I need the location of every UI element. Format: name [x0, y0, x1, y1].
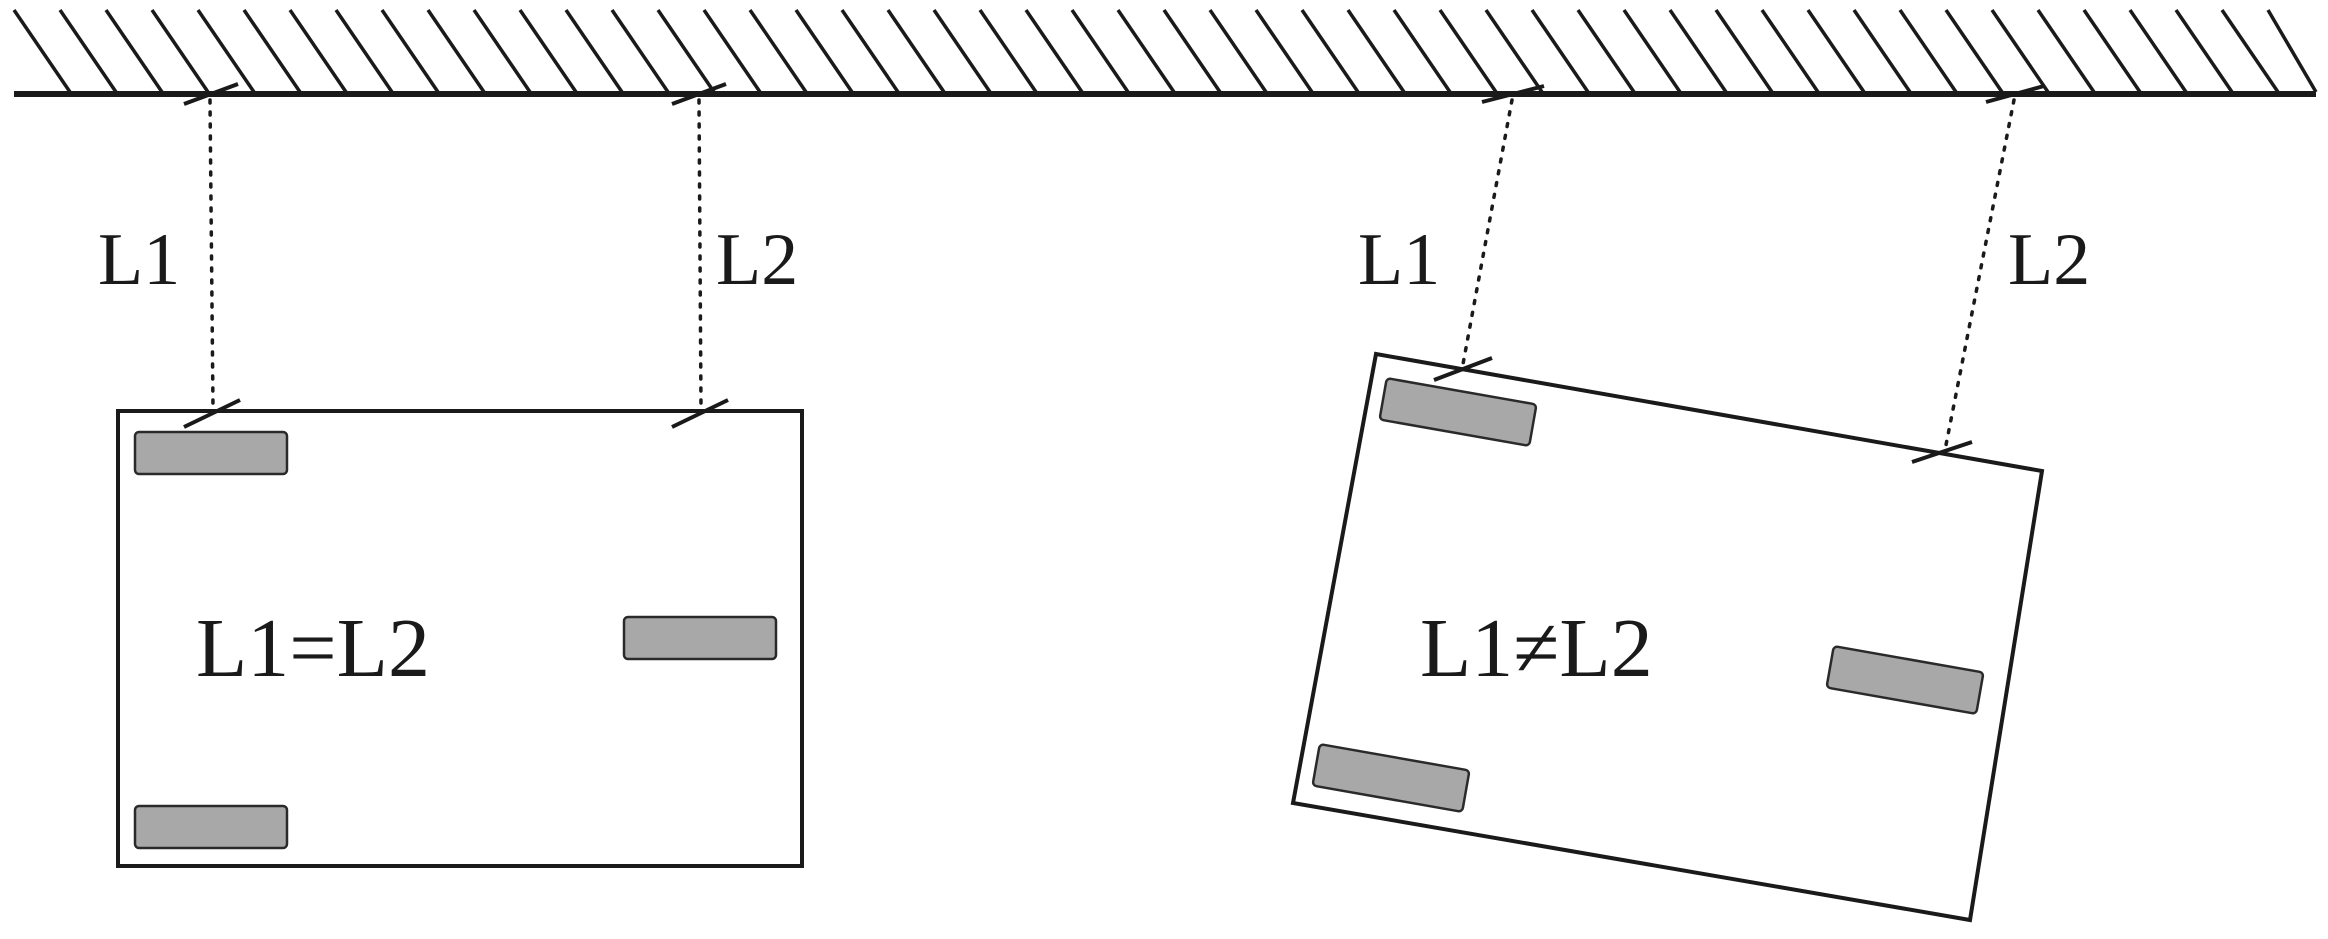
wall-hatch-mark	[2220, 9, 2280, 93]
wall-hatch-mark	[702, 9, 762, 93]
wall-hatch-mark	[1668, 9, 1728, 93]
wall-hatch-mark	[1116, 9, 1176, 93]
left-robot-tick-2	[671, 398, 729, 429]
wall-hatch-mark	[1714, 9, 1774, 93]
left-distance-line-l2	[697, 98, 703, 410]
wall-hatch-mark	[104, 9, 164, 93]
left-wall-tick-1	[183, 82, 239, 106]
wall-hatch-mark	[1622, 9, 1682, 93]
right-label-l1: L1	[1358, 219, 1440, 301]
wall-hatch-mark	[472, 9, 532, 93]
wall-hatch-mark	[1990, 9, 2050, 93]
right-robot-wheel-top-left	[1378, 377, 1538, 447]
wall-hatch-mark	[426, 9, 486, 93]
wall-hatch-mark	[2128, 9, 2188, 93]
wall-hatch-mark	[2036, 9, 2096, 93]
left-label-l1: L1	[98, 219, 180, 301]
wall-hatch-mark	[1806, 9, 1866, 93]
left-aligned-robot-diagram: L1 L2 L1=L2	[98, 82, 804, 868]
wall-hatch-mark	[610, 9, 670, 93]
right-robot-tick-2	[1911, 440, 1973, 464]
wall-hatch-mark	[1898, 9, 1958, 93]
left-robot-tick-1	[183, 398, 241, 429]
left-robot-wheel-right	[622, 615, 778, 661]
right-distance-line-l1	[1461, 98, 1514, 366]
right-robot-wheel-right	[1825, 645, 1985, 715]
left-robot-wheel-top-left	[133, 430, 289, 476]
wall-hatch-mark	[12, 9, 72, 93]
wall-hatch-mark	[380, 9, 440, 93]
wall-hatch-mark	[978, 9, 1038, 93]
right-robot-wheel-bottom-left	[1311, 743, 1471, 813]
wall-hatch-mark	[518, 9, 578, 93]
wall-hatch-mark	[1300, 9, 1360, 93]
wall-hatch-mark	[1484, 9, 1544, 93]
wall-hatch-mark	[794, 9, 854, 93]
right-distance-line-l2	[1943, 98, 2016, 452]
wall-hatch-mark	[886, 9, 946, 93]
left-label-l2: L2	[716, 219, 798, 301]
wall-hatch-mark	[1162, 9, 1222, 93]
left-distance-line-l1	[208, 98, 215, 410]
wall-hatch-mark	[1070, 9, 1130, 93]
wall-hatch-mark	[1530, 9, 1590, 93]
wall-hatch-mark	[1254, 9, 1314, 93]
left-wall-tick-2	[671, 82, 727, 106]
right-center-label: L1≠L2	[1420, 602, 1653, 695]
wall-hatch-mark	[1346, 9, 1406, 93]
wall-hatch-mark	[1760, 9, 1820, 93]
wall-hatch-mark	[1852, 9, 1912, 93]
wall-hatch-mark	[1438, 9, 1498, 93]
right-wall-tick-1	[1481, 84, 1545, 104]
wall-hatch-mark	[1576, 9, 1636, 93]
right-robot-body	[1290, 351, 2045, 923]
wall-hatch-mark	[334, 9, 394, 93]
wall-hatch-mark	[150, 9, 210, 93]
right-wall-tick-2	[1985, 84, 2045, 104]
right-rotated-robot-diagram: L1 L2 L1≠L2	[1290, 84, 2090, 923]
wall-hatch-mark	[656, 9, 716, 93]
right-label-l2: L2	[2008, 219, 2090, 301]
wall-hatch-mark	[288, 9, 348, 93]
wall-hatch-mark	[1392, 9, 1452, 93]
wall-hatch-mark	[1944, 9, 2004, 93]
wall-hatch-mark	[1208, 9, 1268, 93]
wall-hatching	[12, 9, 2318, 93]
wall-hatch-mark	[2082, 9, 2142, 93]
wall-hatch-mark	[196, 9, 256, 93]
wall-hatch-mark	[748, 9, 808, 93]
wall-hatch-mark	[2266, 9, 2318, 93]
left-center-label: L1=L2	[196, 602, 430, 695]
wall-hatch-mark	[58, 9, 118, 93]
wall-hatch-mark	[840, 9, 900, 93]
wall-hatch-mark	[932, 9, 992, 93]
right-robot-tick-1	[1433, 356, 1493, 382]
left-robot-wheel-bottom-left	[133, 804, 289, 850]
wall-hatch-mark	[1024, 9, 1084, 93]
wall-hatch-mark	[2174, 9, 2234, 93]
wall	[12, 9, 2318, 97]
wall-hatch-mark	[242, 9, 302, 93]
wall-hatch-mark	[564, 9, 624, 93]
